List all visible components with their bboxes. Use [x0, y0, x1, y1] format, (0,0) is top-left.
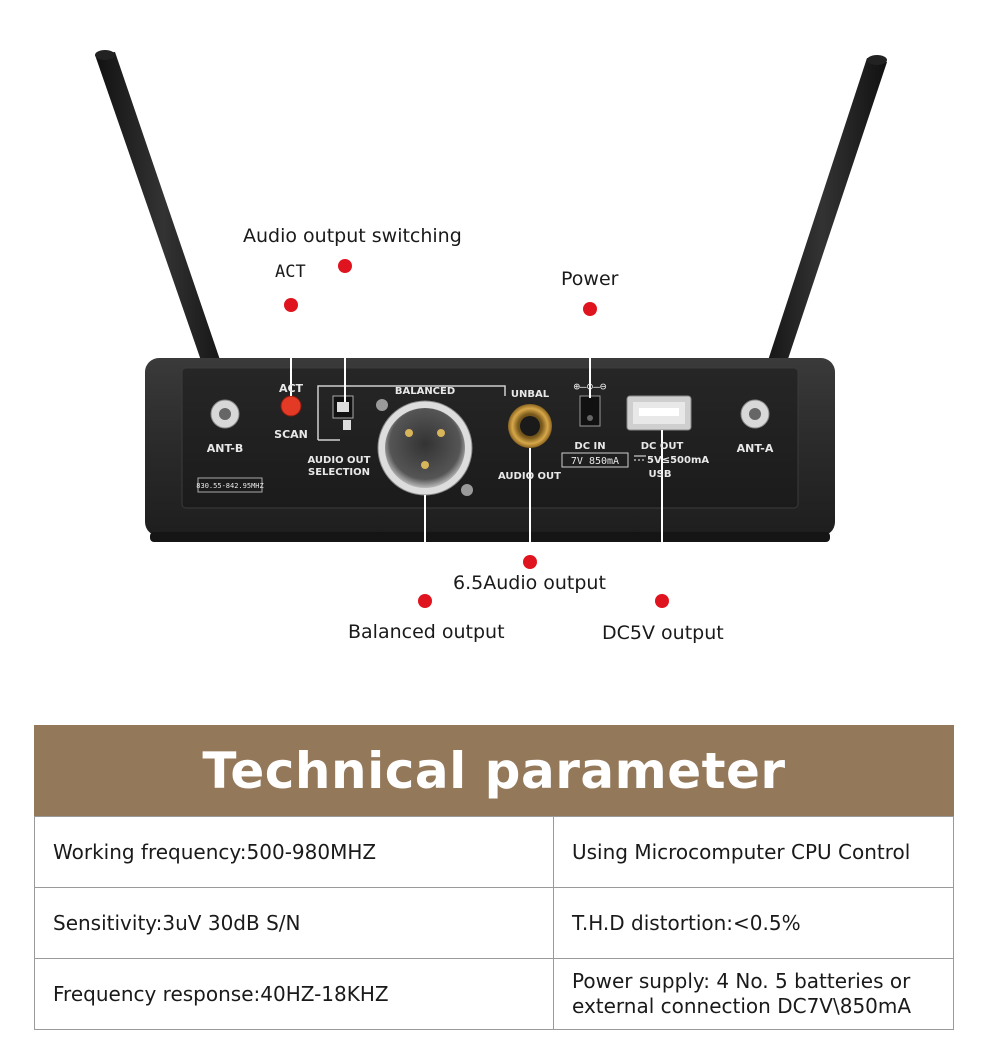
callout-power: Power — [561, 268, 619, 290]
panel-dc-out-rating: 5V≤500mA — [647, 455, 709, 466]
panel-dc-out-label: DC OUT — [641, 441, 684, 452]
table-row: Sensitivity:3uV 30dB S/N T.H.D distortio… — [34, 887, 954, 959]
balanced-xlr-connector — [377, 400, 473, 496]
panel-unbal-label: UNBAL — [511, 389, 550, 400]
panel-polarity-symbol: ⊕–⊙–⊖ — [573, 380, 606, 393]
act-scan-button[interactable] — [280, 395, 302, 417]
callout-dot-balanced — [418, 594, 432, 608]
spec-sensitivity: Sensitivity:3uV 30dB S/N — [34, 887, 554, 959]
panel-audio-out-selection-line1: AUDIO OUT — [308, 455, 371, 466]
panel-frequency-sticker-text: 830.55-842.95MHZ — [196, 482, 263, 490]
audio-out-selection-switch[interactable] — [317, 385, 506, 441]
receiver-illustration: ACT SCAN ANT-B ANT-A BALANCED UNBAL AUDI… — [95, 50, 887, 608]
table-row: Frequency response:40HZ-18KHZ Power supp… — [34, 958, 954, 1030]
panel-ant-a-label: ANT-A — [737, 442, 774, 455]
panel-dc-in-rating: 7V 850mA — [571, 456, 619, 467]
panel-dc-in-label: DC IN — [574, 441, 605, 452]
callout-dot-switching — [338, 259, 352, 273]
panel-act-label: ACT — [279, 382, 304, 395]
antenna-b — [95, 50, 236, 405]
section-title: Technical parameter — [202, 741, 786, 800]
spec-cpu-control: Using Microcomputer CPU Control — [553, 816, 954, 888]
callout-dot-power — [583, 302, 597, 316]
callout-act: ACT — [275, 262, 306, 282]
panel-ant-b-label: ANT-B — [207, 442, 244, 455]
callout-balanced-output: Balanced output — [348, 621, 505, 643]
spec-table: Working frequency:500-980MHZ Using Micro… — [34, 816, 954, 1030]
antenna-a — [750, 55, 887, 403]
table-row: Working frequency:500-980MHZ Using Micro… — [34, 816, 954, 888]
ant-a-connector — [740, 399, 770, 429]
panel-audio-out-label: AUDIO OUT — [498, 471, 561, 482]
callout-dc5v-output: DC5V output — [602, 622, 724, 644]
spec-frequency-response: Frequency response:40HZ-18KHZ — [34, 958, 554, 1030]
panel-scan-label: SCAN — [274, 428, 308, 441]
panel-balanced-label: BALANCED — [395, 386, 455, 397]
callout-6-5-audio-output: 6.5Audio output — [453, 572, 606, 594]
panel-usb-label: USB — [649, 469, 672, 480]
callout-dot-act — [284, 298, 298, 312]
unbalanced-jack — [508, 404, 552, 448]
dc-in-jack — [579, 395, 601, 427]
panel-audio-out-selection-line2: SELECTION — [308, 467, 370, 478]
usb-port — [626, 395, 692, 431]
callout-dot-dc5v — [655, 594, 669, 608]
spec-thd-distortion: T.H.D distortion:<0.5% — [553, 887, 954, 959]
ant-b-connector — [210, 399, 240, 429]
screw — [376, 399, 473, 496]
frequency-sticker — [197, 477, 263, 493]
spec-working-frequency: Working frequency:500-980MHZ — [34, 816, 554, 888]
section-banner: Technical parameter — [34, 725, 954, 816]
callout-audio-output-switching: Audio output switching — [243, 225, 462, 247]
spec-power-supply: Power supply: 4 No. 5 batteries or exter… — [553, 958, 954, 1030]
callout-dot-6-5-audio — [523, 555, 537, 569]
